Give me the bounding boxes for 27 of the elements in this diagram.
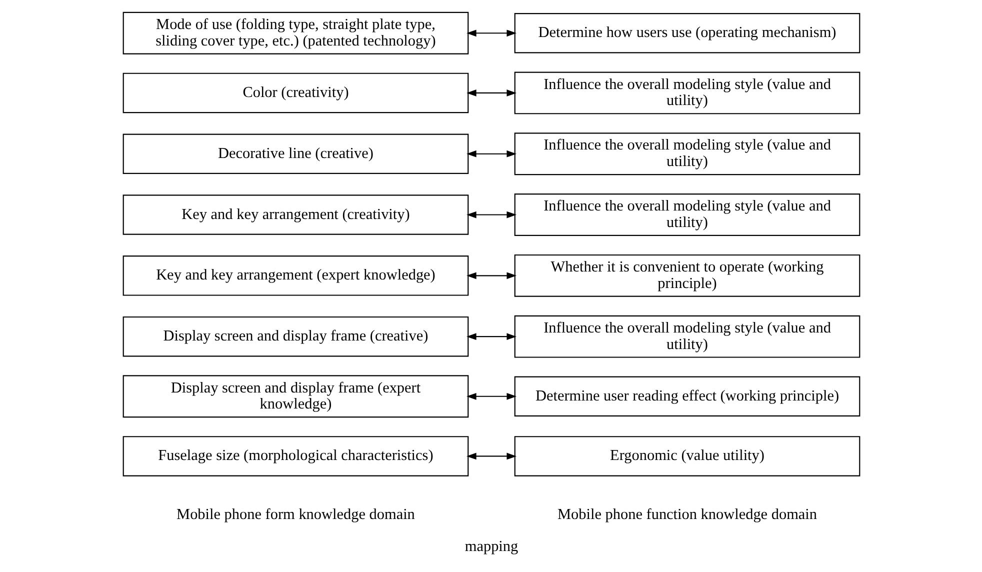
node-box: Key and key arrangement (creativity) — [122, 194, 468, 235]
node-box: Whether it is convenient to operate (working principle) — [514, 254, 860, 297]
node-box: Display screen and display frame (expert knowledge) — [122, 375, 468, 418]
arrow — [466, 452, 516, 460]
node-box: Influence the overall modeling style (value and utility) — [514, 315, 860, 358]
node-box: Influence the overall modeling style (value and utility) — [514, 132, 860, 176]
node-box: Mode of use (folding type, straight plate type, sliding cover type, etc.) (patented technology) — [122, 12, 468, 54]
arrow — [466, 211, 516, 218]
node-box: Ergonomic (value utility) — [514, 436, 860, 476]
node-box: Color (creativity) — [122, 72, 468, 114]
caption: mapping — [464, 538, 518, 556]
node-box: Influence the overall modeling style (value and utility) — [514, 72, 860, 114]
arrow — [466, 333, 516, 340]
node-box: Influence the overall modeling style (value and utility) — [514, 194, 860, 236]
arrow — [466, 392, 516, 400]
node-box: Determine user reading effect (working principle) — [514, 376, 860, 416]
node-box: Determine how users use (operating mechanism) — [514, 13, 860, 54]
node-box: Key and key arrangement (expert knowledge) — [122, 256, 468, 296]
node-box: Fuselage size (morphological characteristics) — [122, 436, 468, 476]
arrow — [466, 150, 516, 158]
node-box: Display screen and display frame (creative) — [122, 316, 468, 357]
label: Mobile phone form knowledge domain — [176, 506, 414, 523]
arrow — [466, 90, 516, 96]
arrow — [466, 30, 516, 37]
label: Mobile phone function knowledge domain — [557, 506, 817, 523]
arrow — [466, 272, 516, 280]
node-box: Decorative line (creative) — [122, 134, 468, 174]
